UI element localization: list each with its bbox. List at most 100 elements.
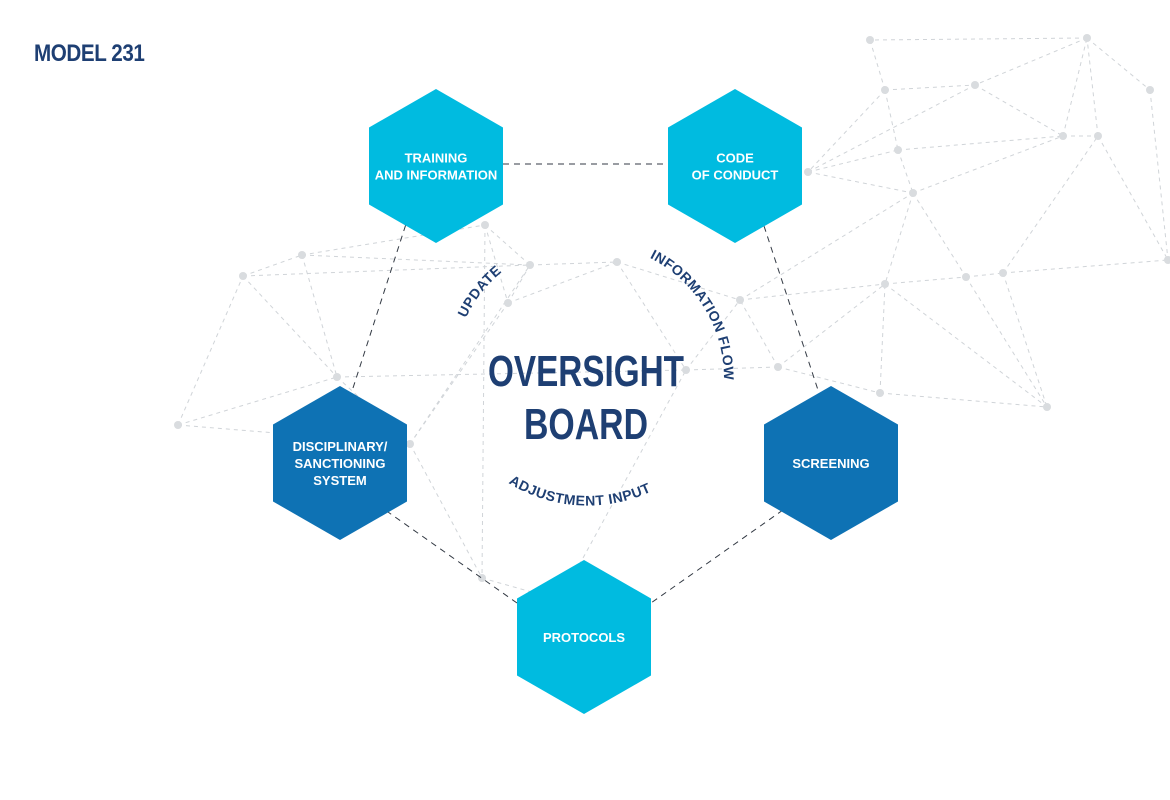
network-line [879, 283, 886, 394]
network-line [484, 224, 531, 266]
network-line [869, 37, 1088, 41]
network-line [912, 192, 967, 278]
hexagon-label-code: OF CONDUCT [692, 168, 779, 183]
network-line [301, 254, 338, 378]
hexagon-label-screening: SCREENING [792, 456, 869, 471]
hexagon-disciplinary: DISCIPLINARY/SANCTIONING SYSTEM [273, 386, 407, 540]
hexagon-shape-screening [764, 386, 898, 540]
network-line [242, 254, 303, 277]
network-line [301, 254, 531, 266]
connector-line [650, 509, 784, 604]
network-line [965, 276, 1048, 408]
hexagon-label-training: TRAINING [405, 151, 468, 166]
network-node [881, 280, 889, 288]
hexagon-protocols: PROTOCOLS [517, 560, 651, 714]
network-node [804, 168, 812, 176]
network-node [504, 299, 512, 307]
network-node [406, 440, 414, 448]
center-title-line-1: OVERSIGHT [488, 347, 684, 396]
network-node [298, 251, 306, 259]
network-line [884, 192, 914, 285]
network-line [807, 84, 976, 173]
network-line [807, 149, 899, 173]
network-line [807, 89, 886, 173]
network-line [481, 224, 486, 579]
network-line [739, 283, 886, 301]
hexagon-label-code: CODE [716, 151, 754, 166]
hexagon-label-disciplinary: DISCIPLINARY/ [293, 439, 388, 454]
network-line [897, 149, 914, 194]
network-line [974, 84, 1064, 137]
hexagon-code: CODE OF CONDUCT [668, 89, 802, 243]
component-hexagons: TRAINING AND INFORMATION CODE OF CONDUCT SCR… [273, 89, 898, 714]
network-line [529, 261, 618, 266]
network-node [1083, 34, 1091, 42]
hexagon-label-disciplinary: SYSTEM [313, 473, 366, 488]
connector-line [763, 225, 819, 391]
network-node [1164, 256, 1170, 264]
network-line [484, 224, 509, 304]
hexagon-label-disciplinary: SANCTIONING [295, 456, 386, 471]
flow-label-adjustment-path: ADJUSTMENT INPUT [507, 472, 653, 509]
network-line [879, 392, 1048, 408]
network-line [177, 376, 338, 426]
network-line [1086, 37, 1099, 137]
hexagon-screening: SCREENING [764, 386, 898, 540]
network-line [807, 171, 914, 194]
hexagon-connectors [352, 163, 819, 604]
network-node [736, 296, 744, 304]
network-node [866, 36, 874, 44]
network-line [777, 283, 886, 368]
network-node [1094, 132, 1102, 140]
network-node [239, 272, 247, 280]
network-node [174, 421, 182, 429]
hexagon-label-protocols: PROTOCOLS [543, 630, 625, 645]
flow-label-update: UPDATE [454, 262, 504, 320]
hexagon-shape-training [369, 89, 503, 243]
network-node [1146, 86, 1154, 94]
page-title: MODEL 231 [34, 40, 145, 67]
network-line [884, 283, 1048, 408]
network-line [739, 192, 914, 301]
network-node [881, 86, 889, 94]
center-label: OVERSIGHT BOARD [488, 347, 684, 449]
network-line [177, 275, 244, 426]
network-line [739, 299, 779, 368]
network-line [559, 369, 687, 601]
network-node [894, 146, 902, 154]
network-line [884, 84, 976, 91]
network-node [774, 363, 782, 371]
network-line [336, 369, 687, 378]
network-line [1097, 135, 1169, 261]
network-node [909, 189, 917, 197]
network-line [884, 89, 899, 151]
network-line [965, 272, 1004, 278]
network-line [974, 37, 1088, 86]
background-network [174, 34, 1170, 604]
center-title-line-2: BOARD [524, 400, 648, 449]
network-node [613, 258, 621, 266]
network-line [1002, 272, 1048, 408]
network-line [409, 264, 531, 445]
network-line [1086, 37, 1151, 91]
connector-line [352, 223, 407, 389]
network-line [242, 275, 338, 378]
hexagon-label-training: AND INFORMATION [375, 168, 498, 183]
network-line [409, 443, 483, 579]
network-line [1149, 89, 1169, 261]
connector-line [387, 511, 518, 604]
flow-label-adjustment: ADJUSTMENT INPUT [507, 472, 653, 509]
network-line [897, 135, 1064, 151]
flow-label-update-path: UPDATE [454, 262, 503, 320]
network-node [478, 574, 486, 582]
network-node [333, 373, 341, 381]
network-line [869, 39, 886, 91]
network-line [884, 276, 967, 285]
network-line [685, 299, 741, 371]
network-node [999, 269, 1007, 277]
network-line [1002, 259, 1169, 274]
network-node [481, 221, 489, 229]
hexagon-shape-protocols [517, 560, 651, 714]
network-node [526, 261, 534, 269]
